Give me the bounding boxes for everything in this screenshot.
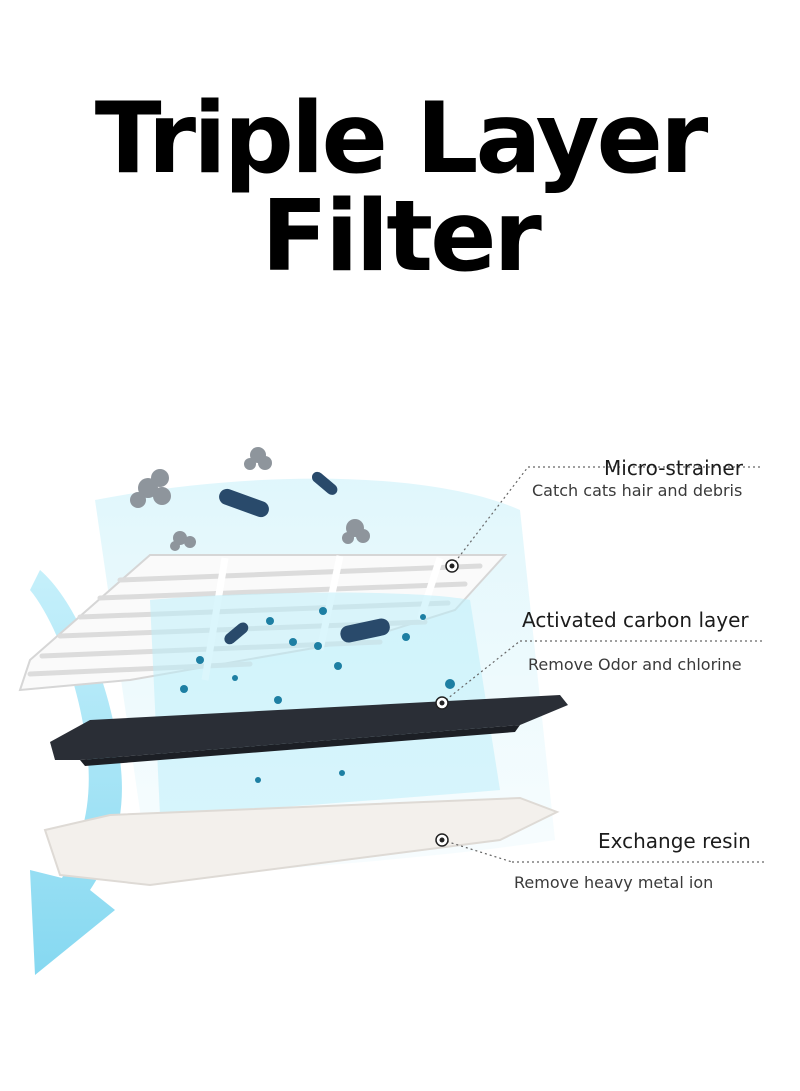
bacteria-particles — [219, 471, 390, 645]
carbon-layer — [50, 695, 568, 760]
page-title: Triple Layer Filter — [94, 82, 709, 294]
layer-1-name: Micro-strainer — [604, 456, 743, 480]
chlorine-particles — [180, 607, 455, 783]
debris-particles — [130, 447, 370, 551]
resin-layer — [43, 796, 560, 887]
layer-3-description: Remove heavy metal ion — [514, 873, 714, 892]
leader-lines — [441, 466, 765, 863]
layer-2-description: Remove Odor and chlorine — [528, 655, 742, 674]
layer-markers — [435, 559, 459, 847]
layer-1-description: Catch cats hair and debris — [532, 481, 743, 500]
layer-3-name: Exchange resin — [598, 829, 751, 853]
layer-2-name: Activated carbon layer — [522, 608, 749, 632]
